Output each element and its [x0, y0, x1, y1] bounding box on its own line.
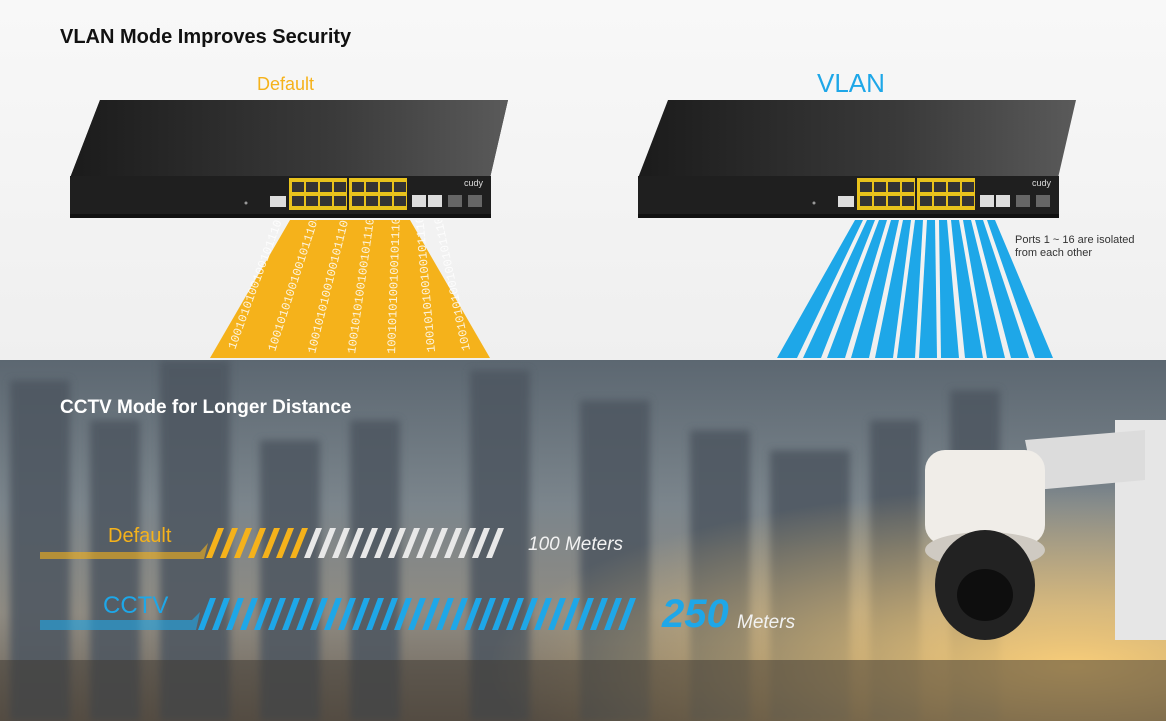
cctv-distance-unit: Meters [737, 612, 796, 633]
switch-brand-left: cudy [464, 178, 484, 188]
isolation-note: Ports 1 ~ 16 are isolated from each othe… [1015, 234, 1135, 259]
default-distance-value: 100 Meters [528, 534, 624, 555]
cctv-distance-bar [40, 598, 636, 630]
binary-beam-default: 1001010100100101110010010100101 10010101… [210, 220, 490, 358]
cctv-camera-image [925, 420, 1166, 640]
cctv-section-title: CCTV Mode for Longer Distance [60, 397, 352, 418]
vlan-section-title: VLAN Mode Improves Security [60, 26, 352, 48]
vlan-section: VLAN Mode Improves Security Default VLAN… [0, 0, 1166, 360]
vlan-mode-label: VLAN [817, 68, 885, 98]
cctv-distance-label: CCTV [103, 592, 169, 619]
network-switch-vlan [638, 100, 1076, 218]
cctv-distance-number: 250 [662, 592, 729, 636]
default-distance-bar [40, 528, 504, 559]
binary-beam-vlan [777, 220, 1053, 358]
network-switch-default [70, 100, 508, 218]
switch-brand-right: cudy [1032, 178, 1052, 188]
cctv-section: CCTV Mode for Longer Distance Default [0, 360, 1166, 721]
default-mode-label: Default [257, 74, 315, 94]
default-distance-label: Default [108, 525, 172, 547]
city-skyline-background [0, 360, 1166, 721]
